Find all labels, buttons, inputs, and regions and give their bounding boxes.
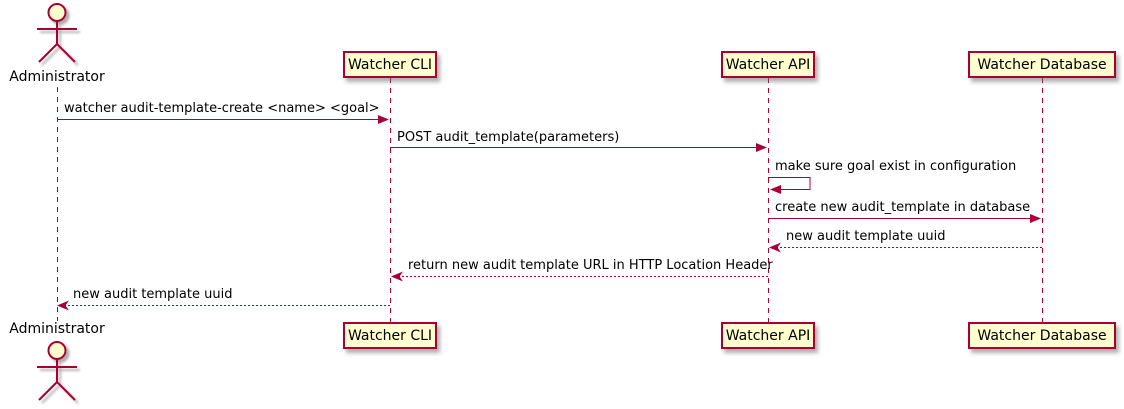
participant-watcher-cli-top: Watcher CLI [343,51,437,78]
participant-watcher-api-bottom: Watcher API [721,322,815,349]
actor-label-administrator-bottom: Administrator [9,321,105,337]
participant-watcher-database-top: Watcher Database [968,51,1116,78]
arrow-msg-1 [57,115,389,124]
actor-figure-top [37,3,77,63]
arrow-msg-4 [768,214,1041,223]
arrow-msg-3-self [768,177,811,194]
message-label-2: POST audit_template(parameters) [397,130,620,145]
participant-watcher-database-bottom: Watcher Database [968,322,1116,349]
message-label-5: new audit template uuid [786,229,946,244]
actor-label-administrator-top: Administrator [9,69,105,85]
message-label-7: new audit template uuid [73,287,233,302]
message-label-3: make sure goal exist in configuration [775,159,1017,174]
message-label-6: return new audit template URL in HTTP Lo… [408,258,773,273]
arrow-msg-2 [390,143,767,152]
arrow-msg-5 [769,242,1042,253]
participant-watcher-api-top: Watcher API [721,51,815,78]
actor-figure-bottom [37,341,77,401]
message-label-4: create new audit_template in database [775,200,1031,215]
arrow-msg-7 [57,300,390,311]
arrow-msg-6 [391,271,768,282]
message-label-1: watcher audit-template-create <name> <go… [64,101,380,116]
participant-watcher-cli-bottom: Watcher CLI [343,322,437,349]
